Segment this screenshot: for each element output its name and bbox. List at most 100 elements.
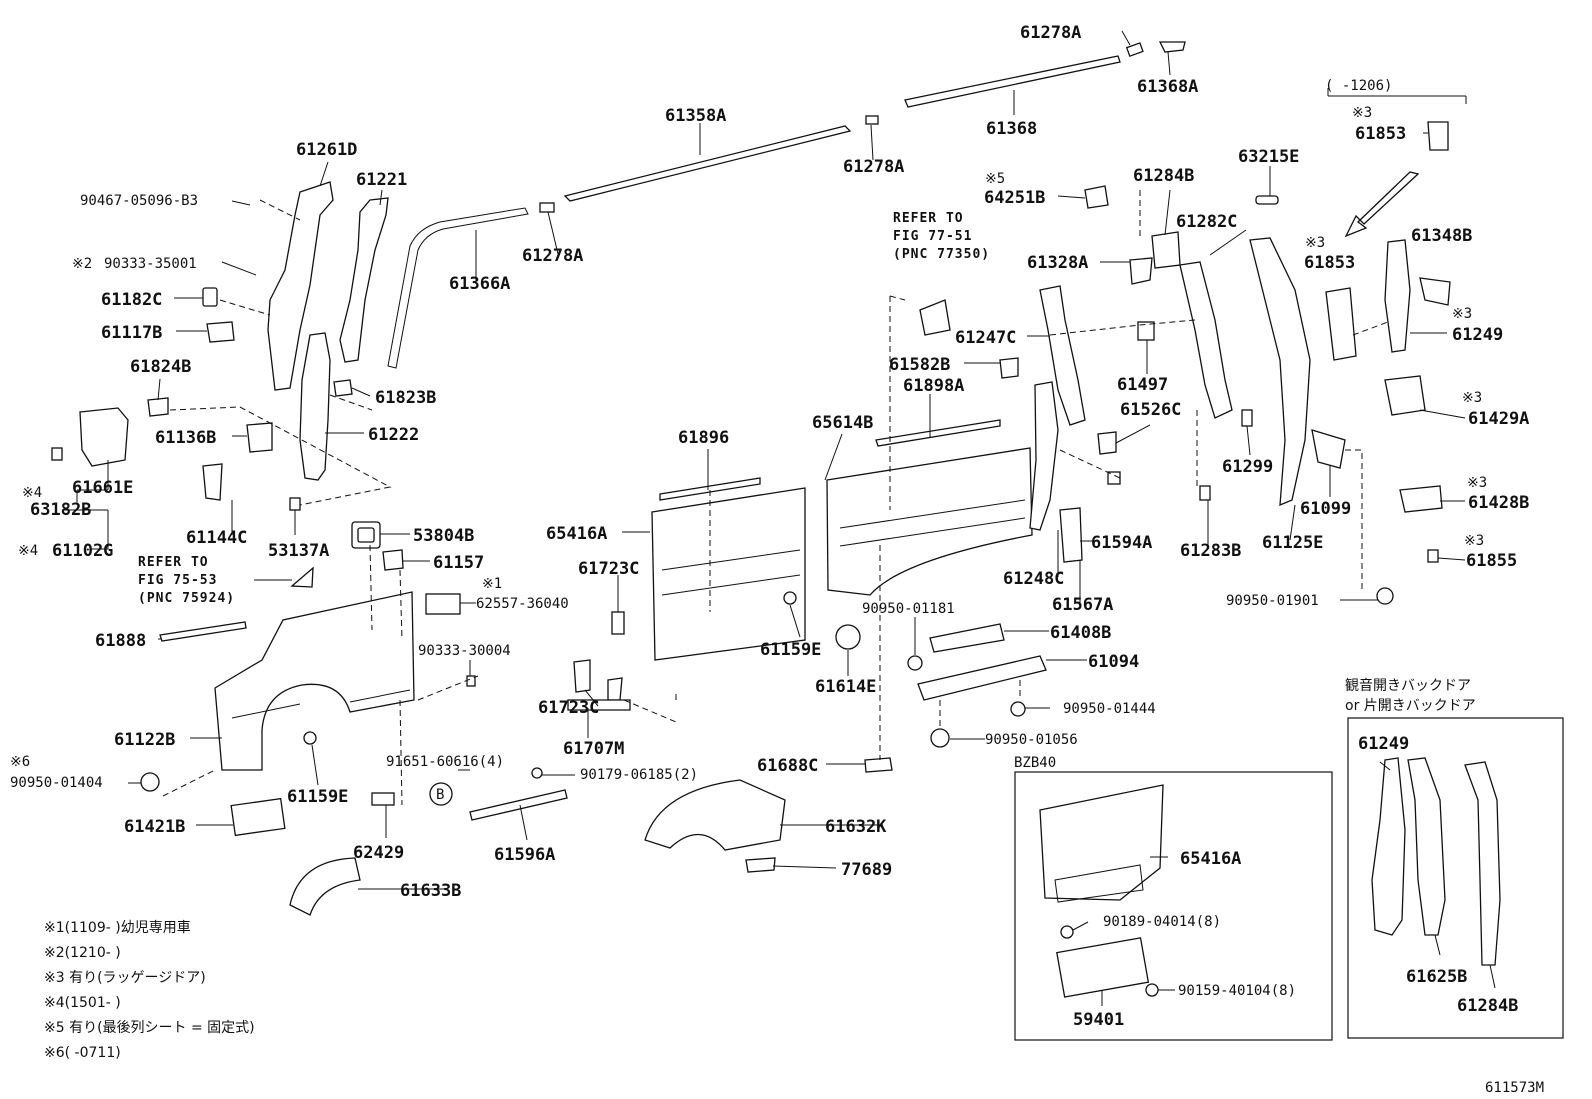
label-65614B: 65614B	[812, 413, 873, 433]
plate-64251B	[1084, 185, 1109, 209]
label-63182B: 63182B	[30, 500, 91, 520]
bracket-61526C	[1097, 431, 1117, 455]
part-61157	[382, 549, 404, 571]
label-61855: 61855	[1466, 551, 1517, 571]
label-61222: 61222	[368, 425, 419, 445]
label-61282C: 61282C	[1176, 212, 1237, 232]
bracket-61348B	[1419, 277, 1451, 306]
mark-3-e: ※3	[1467, 475, 1487, 491]
drip-molding-61368	[904, 55, 1121, 108]
label-61853-mid: 61853	[1304, 253, 1355, 273]
door-panel-65416A	[651, 487, 806, 661]
bracket-61182C	[202, 287, 218, 307]
clip-61594A	[1107, 471, 1121, 485]
grommet-61159E-a	[783, 591, 797, 605]
bracket-61428B	[1399, 485, 1443, 513]
pillar-61125E	[1249, 237, 1311, 507]
drip-molding-61366A	[387, 207, 529, 369]
label-62557: 62557-36040	[476, 596, 569, 612]
wheel-housing-61632K	[644, 779, 786, 851]
label-53137A: 53137A	[268, 541, 329, 561]
wheel-housing-61633B	[289, 857, 361, 916]
mark-B-circle	[429, 782, 453, 806]
bolt-90333-30004	[466, 675, 476, 687]
label-61102G: 61102G	[52, 541, 113, 561]
block-62557	[425, 593, 461, 615]
inset-bzb40-label: BZB40	[1014, 755, 1056, 771]
label-61159E-a: 61159E	[760, 640, 821, 660]
label-61408B: 61408B	[1050, 623, 1111, 643]
label-61348B: 61348B	[1411, 226, 1472, 246]
bracket-61421B	[230, 797, 286, 837]
pillar-61248C	[1029, 381, 1059, 531]
label-61614E: 61614E	[815, 677, 876, 697]
inset-backdoor-frame	[1347, 717, 1564, 1039]
bracket-61567A	[1059, 507, 1083, 563]
label-65416A: 65416A	[546, 524, 607, 544]
bracket-61823B	[333, 379, 353, 397]
sill-61408B	[929, 623, 1005, 653]
label-65416A-b: 65416A	[1180, 849, 1241, 869]
clip-90950-01404	[140, 772, 160, 792]
mark-3-f: ※3	[1464, 533, 1484, 549]
drip-molding-61358A	[563, 125, 852, 202]
ref-75-53-l3: (PNC 75924)	[138, 591, 235, 606]
label-61594A: 61594A	[1091, 533, 1152, 553]
label-61125E: 61125E	[1262, 533, 1323, 553]
footnote-4: ※4(1501- )	[44, 995, 121, 1011]
label-91651: 91651-60616(4)	[386, 754, 504, 770]
dashed-lines	[162, 190, 1389, 806]
label-61428B: 61428B	[1468, 493, 1529, 513]
inset-backdoor: 観音開きバックドア or 片開きバックドア	[1345, 677, 1564, 1039]
label-63215E: 63215E	[1238, 147, 1299, 167]
label-61122B: 61122B	[114, 730, 175, 750]
label-61358A: 61358A	[665, 106, 726, 126]
label-61896: 61896	[678, 428, 729, 448]
door-panel-65614B-stripe	[839, 499, 1026, 547]
label-61261D: 61261D	[296, 140, 357, 160]
label-61633B: 61633B	[400, 881, 461, 901]
pad-62429	[371, 792, 395, 806]
label-61117B: 61117B	[101, 323, 162, 343]
footnotes: ※1(1109- )幼児専用車 ※2(1210- ) ※3 有り(ラッゲージドア…	[44, 919, 255, 1061]
clip-53137A	[289, 497, 301, 511]
bracket-61136B	[246, 422, 273, 453]
label-61249-b: 61249	[1358, 734, 1409, 754]
bolt-90179	[531, 767, 543, 779]
label-61366A: 61366A	[449, 274, 510, 294]
mark-4-b: ※4	[18, 543, 38, 559]
backdoor-pillar-61625B	[1407, 757, 1446, 936]
label-90950-01444: 90950-01444	[1063, 701, 1156, 717]
label-61284B-top: 61284B	[1133, 166, 1194, 186]
inset-backdoor-title-2: or 片開きバックドア	[1345, 698, 1476, 714]
label-61248C: 61248C	[1003, 569, 1064, 589]
strip-61898A	[875, 419, 1001, 447]
label-61567A: 61567A	[1052, 595, 1113, 615]
ref-77-51-l2: FIG 77-51	[893, 229, 972, 244]
mark-B: B	[436, 787, 444, 803]
ref-77-51-l1: REFER TO	[893, 211, 964, 226]
label-61526C: 61526C	[1120, 400, 1181, 420]
label-90467: 90467-05096-B3	[80, 193, 198, 209]
mark-5: ※5	[985, 171, 1005, 187]
hole-cover-61614E	[835, 624, 861, 650]
pillar-61282C	[1179, 261, 1233, 419]
backdoor-pillar-61249	[1371, 757, 1406, 936]
label-61582B: 61582B	[889, 355, 950, 375]
label-61094: 61094	[1088, 652, 1139, 672]
bracket-61144C	[202, 463, 223, 501]
bzb40-door-opening	[1054, 864, 1144, 903]
label-61278A-top: 61278A	[1020, 23, 1081, 43]
clip-61278A-low	[539, 202, 555, 213]
clip-90950-01181	[907, 655, 923, 671]
inset-bzb40: BZB40	[1014, 755, 1333, 1041]
label-90950-01901: 90950-01901	[1226, 593, 1319, 609]
mark-2: ※2	[72, 256, 92, 272]
label-61283B: 61283B	[1180, 541, 1241, 561]
footnote-3: ※3 有り(ラッゲージドア)	[44, 970, 206, 986]
label-90950-01056: 90950-01056	[985, 732, 1078, 748]
label-61421B: 61421B	[124, 817, 185, 837]
bar-61596A	[469, 789, 568, 821]
clip-90950-01444	[1010, 701, 1026, 717]
mark-6: ※6	[10, 754, 30, 770]
